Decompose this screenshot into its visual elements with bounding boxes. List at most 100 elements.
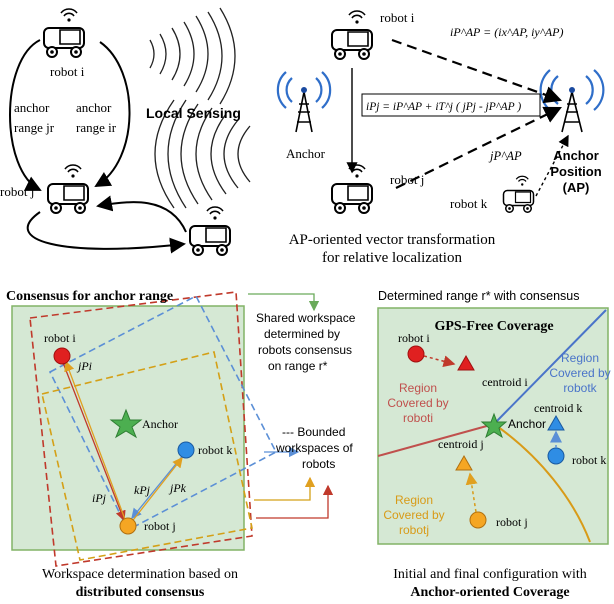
range-arrow-bottom xyxy=(26,211,186,254)
top-caption-line1: AP-oriented vector transformation xyxy=(289,232,496,248)
anchor-range-right-line1: anchor xyxy=(76,100,112,115)
coverage-title: GPS-Free Coverage xyxy=(434,319,553,334)
br-header: Determined range r* with consensus xyxy=(378,289,580,303)
region-i-line1: Region xyxy=(399,381,437,395)
top-caption-line2: for relative localization xyxy=(322,250,462,266)
transform-equation: iPj = iP^AP + iT^j ( jPj - jP^AP ) xyxy=(366,101,521,113)
robot-k-icon xyxy=(502,175,535,213)
bounded-line1: --- Bounded xyxy=(282,425,345,439)
region-k-line3: robotk xyxy=(563,381,597,395)
anchor-range-left-line1: anchor xyxy=(14,100,50,115)
anchor-star-icon xyxy=(109,408,143,439)
robot-j-icon-right xyxy=(331,164,373,214)
bl-caption-line1: Workspace determination based on xyxy=(42,567,238,582)
consensus-title: Consensus for anchor range xyxy=(6,289,173,304)
vector-ipj xyxy=(61,359,126,522)
bl-robot-i-label: robot i xyxy=(44,331,76,345)
br-caption-line1: Initial and final configuration with xyxy=(393,567,587,582)
region-k-line2: Covered by xyxy=(549,366,610,380)
anchor-range-left-line2: range jr xyxy=(14,120,55,135)
region-j-line3: robotj xyxy=(399,523,429,537)
region-j-line1: Region xyxy=(395,493,433,507)
workspace-yellow xyxy=(41,351,253,561)
shared-line1: Shared workspace xyxy=(256,311,356,325)
br-caption-line2: Anchor-oriented Coverage xyxy=(410,585,569,600)
vec-ipj-label: iPj xyxy=(92,491,107,505)
range-arrow-left xyxy=(9,39,42,191)
vector-jpk xyxy=(129,456,183,525)
vector-jpi xyxy=(64,360,127,523)
vector-j-to-ap xyxy=(395,106,562,189)
workspace-red xyxy=(29,291,253,567)
br-robot-i-path xyxy=(423,355,456,368)
br-robot-k-label: robot k xyxy=(572,453,606,467)
br-robot-i-dot xyxy=(407,345,425,363)
bounded-pointer-red xyxy=(256,484,334,519)
anchor-tower-icon xyxy=(276,71,332,133)
jpap-label: jP^AP xyxy=(488,149,522,163)
vector-i-to-ap xyxy=(391,38,563,104)
bounded-pointer-yellow xyxy=(254,476,316,501)
centroid-j-triangle xyxy=(455,454,473,471)
centroid-i-triangle xyxy=(457,354,475,371)
range-arrow-bottom-2 xyxy=(96,195,187,233)
anchor-position-line1: Anchor xyxy=(553,148,599,163)
robot-i-icon xyxy=(43,8,85,58)
vec-kpj-label: kPj xyxy=(134,483,151,497)
br-robot-j-dot xyxy=(469,511,487,529)
br-anchor-label: Anchor xyxy=(508,417,546,431)
bl-anchor-label: Anchor xyxy=(142,417,178,431)
boundary-blue xyxy=(493,309,607,425)
robot-i-dot xyxy=(53,347,71,365)
robot-j-right-label: robot j xyxy=(390,172,424,187)
bl-caption-line2: distributed consensus xyxy=(76,585,205,600)
anchor-label: Anchor xyxy=(286,146,326,161)
robot-j-dot xyxy=(119,517,137,535)
robot-k-label: robot k xyxy=(450,196,488,211)
bl-robot-k-label: robot k xyxy=(198,443,232,457)
bl-robot-j-label: robot j xyxy=(144,519,176,533)
ap-equation: iP^AP = (ix^AP, iy^AP) xyxy=(450,25,563,39)
local-sensing-label: Local Sensing xyxy=(146,105,241,121)
shared-line4: on range r* xyxy=(268,359,328,373)
boundary-red xyxy=(377,423,495,457)
anchor-position-line3: (AP) xyxy=(563,180,590,195)
sensing-waves xyxy=(149,7,251,209)
centroid-j-label: centroid j xyxy=(438,437,484,451)
boundary-orange xyxy=(493,423,591,543)
robot-extra-icon xyxy=(189,206,231,256)
centroid-k-label: centroid k xyxy=(534,401,582,415)
vec-jpi-label: jPi xyxy=(76,359,92,373)
region-i-line3: roboti xyxy=(403,411,433,425)
br-robot-j-label: robot j xyxy=(496,515,528,529)
bounded-line2: workspaces of xyxy=(275,441,353,455)
br-robot-j-path xyxy=(465,472,478,513)
vector-k-to-ap xyxy=(535,134,569,197)
br-robot-k-dot xyxy=(547,447,565,465)
range-arrow-right xyxy=(94,41,131,188)
workspace-blue xyxy=(48,294,278,532)
anchor-position-tower-icon xyxy=(539,69,605,133)
region-i-line2: Covered by xyxy=(387,396,448,410)
region-k-line1: Region xyxy=(561,351,599,365)
shared-workspace-pointer xyxy=(248,293,320,312)
transform-equation-box xyxy=(361,93,541,117)
bounded-line3: robots xyxy=(302,457,335,471)
centroid-k-triangle xyxy=(547,414,565,431)
br-anchor-star-icon xyxy=(480,412,508,439)
robot-i-icon-right xyxy=(331,10,373,60)
robot-i-right-label: robot i xyxy=(380,10,415,25)
robot-i-label: robot i xyxy=(50,64,85,79)
anchor-range-right-line2: range ir xyxy=(76,120,117,135)
centroid-i-label: centroid i xyxy=(482,375,528,389)
robot-j-icon-left xyxy=(47,164,89,214)
anchor-position-line2: Position xyxy=(550,164,601,179)
vec-jpk-label: jPk xyxy=(168,481,187,495)
br-robot-i-label: robot i xyxy=(398,331,430,345)
shared-line3: robots consensus xyxy=(258,343,352,357)
robot-j-label-left: robot j xyxy=(0,184,34,199)
robot-k-dot xyxy=(177,441,195,459)
region-j-line2: Covered by xyxy=(383,508,444,522)
